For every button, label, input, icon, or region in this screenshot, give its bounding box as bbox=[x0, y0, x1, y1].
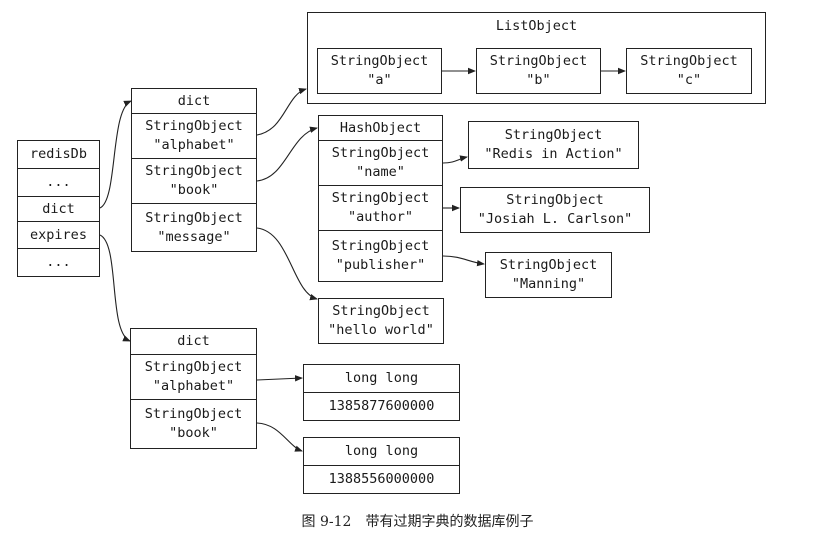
expire-type-book: long long bbox=[303, 437, 460, 466]
redisdb-row-ellipsis: ... bbox=[17, 168, 100, 197]
dict-expires-key-book: StringObject"book" bbox=[130, 399, 257, 449]
arrow-name-value bbox=[442, 155, 468, 164]
arrow-expires-book bbox=[256, 422, 303, 452]
list-item-c: StringObject"c" bbox=[626, 48, 752, 94]
hash-value-name: StringObject"Redis in Action" bbox=[468, 121, 639, 169]
list-object-title: ListObject bbox=[495, 18, 578, 34]
dict-main-key-alphabet: StringObject"alphabet" bbox=[131, 113, 257, 159]
dict-expires-key-alphabet: StringObject"alphabet" bbox=[130, 354, 257, 400]
hash-field-author: StringObject"author" bbox=[318, 185, 443, 231]
redisdb-row-ellipsis-2: ... bbox=[17, 248, 100, 277]
list-item-a: StringObject"a" bbox=[317, 48, 442, 94]
hash-field-name: StringObject"name" bbox=[318, 140, 443, 186]
list-item-b: StringObject"b" bbox=[476, 48, 601, 94]
dict-main-key-message: StringObject"message" bbox=[131, 203, 257, 252]
redisdb-row-dict: dict bbox=[17, 196, 100, 222]
message-value: StringObject"hello world" bbox=[318, 298, 444, 344]
arrow-message-value bbox=[256, 227, 318, 301]
arrow-alphabet-list bbox=[256, 87, 307, 136]
hash-field-publisher: StringObject"publisher" bbox=[318, 230, 443, 282]
hash-object-header: HashObject bbox=[318, 115, 443, 141]
hash-value-publisher: StringObject"Manning" bbox=[485, 252, 612, 298]
dict-main-header: dict bbox=[131, 88, 257, 114]
figure-caption: 图 9-12 带有过期字典的数据库例子 bbox=[301, 514, 534, 530]
dict-expires-header: dict bbox=[130, 328, 257, 355]
redisdb-header: redisDb bbox=[17, 140, 100, 169]
arrow-book-hash bbox=[256, 126, 318, 182]
arrow-publisher-value bbox=[442, 255, 485, 267]
arrow-expires-alphabet bbox=[256, 375, 303, 382]
arrow-redisdb-dict bbox=[99, 100, 132, 209]
expire-value-book: 1388556000000 bbox=[303, 465, 460, 494]
redisdb-row-expires: expires bbox=[17, 221, 100, 249]
hash-value-author: StringObject"Josiah L. Carlson" bbox=[460, 187, 650, 233]
dict-main-key-book: StringObject"book" bbox=[131, 158, 257, 204]
arrow-redisdb-expires bbox=[99, 234, 131, 342]
expire-type-alphabet: long long bbox=[303, 364, 460, 393]
expire-value-alphabet: 1385877600000 bbox=[303, 392, 460, 421]
